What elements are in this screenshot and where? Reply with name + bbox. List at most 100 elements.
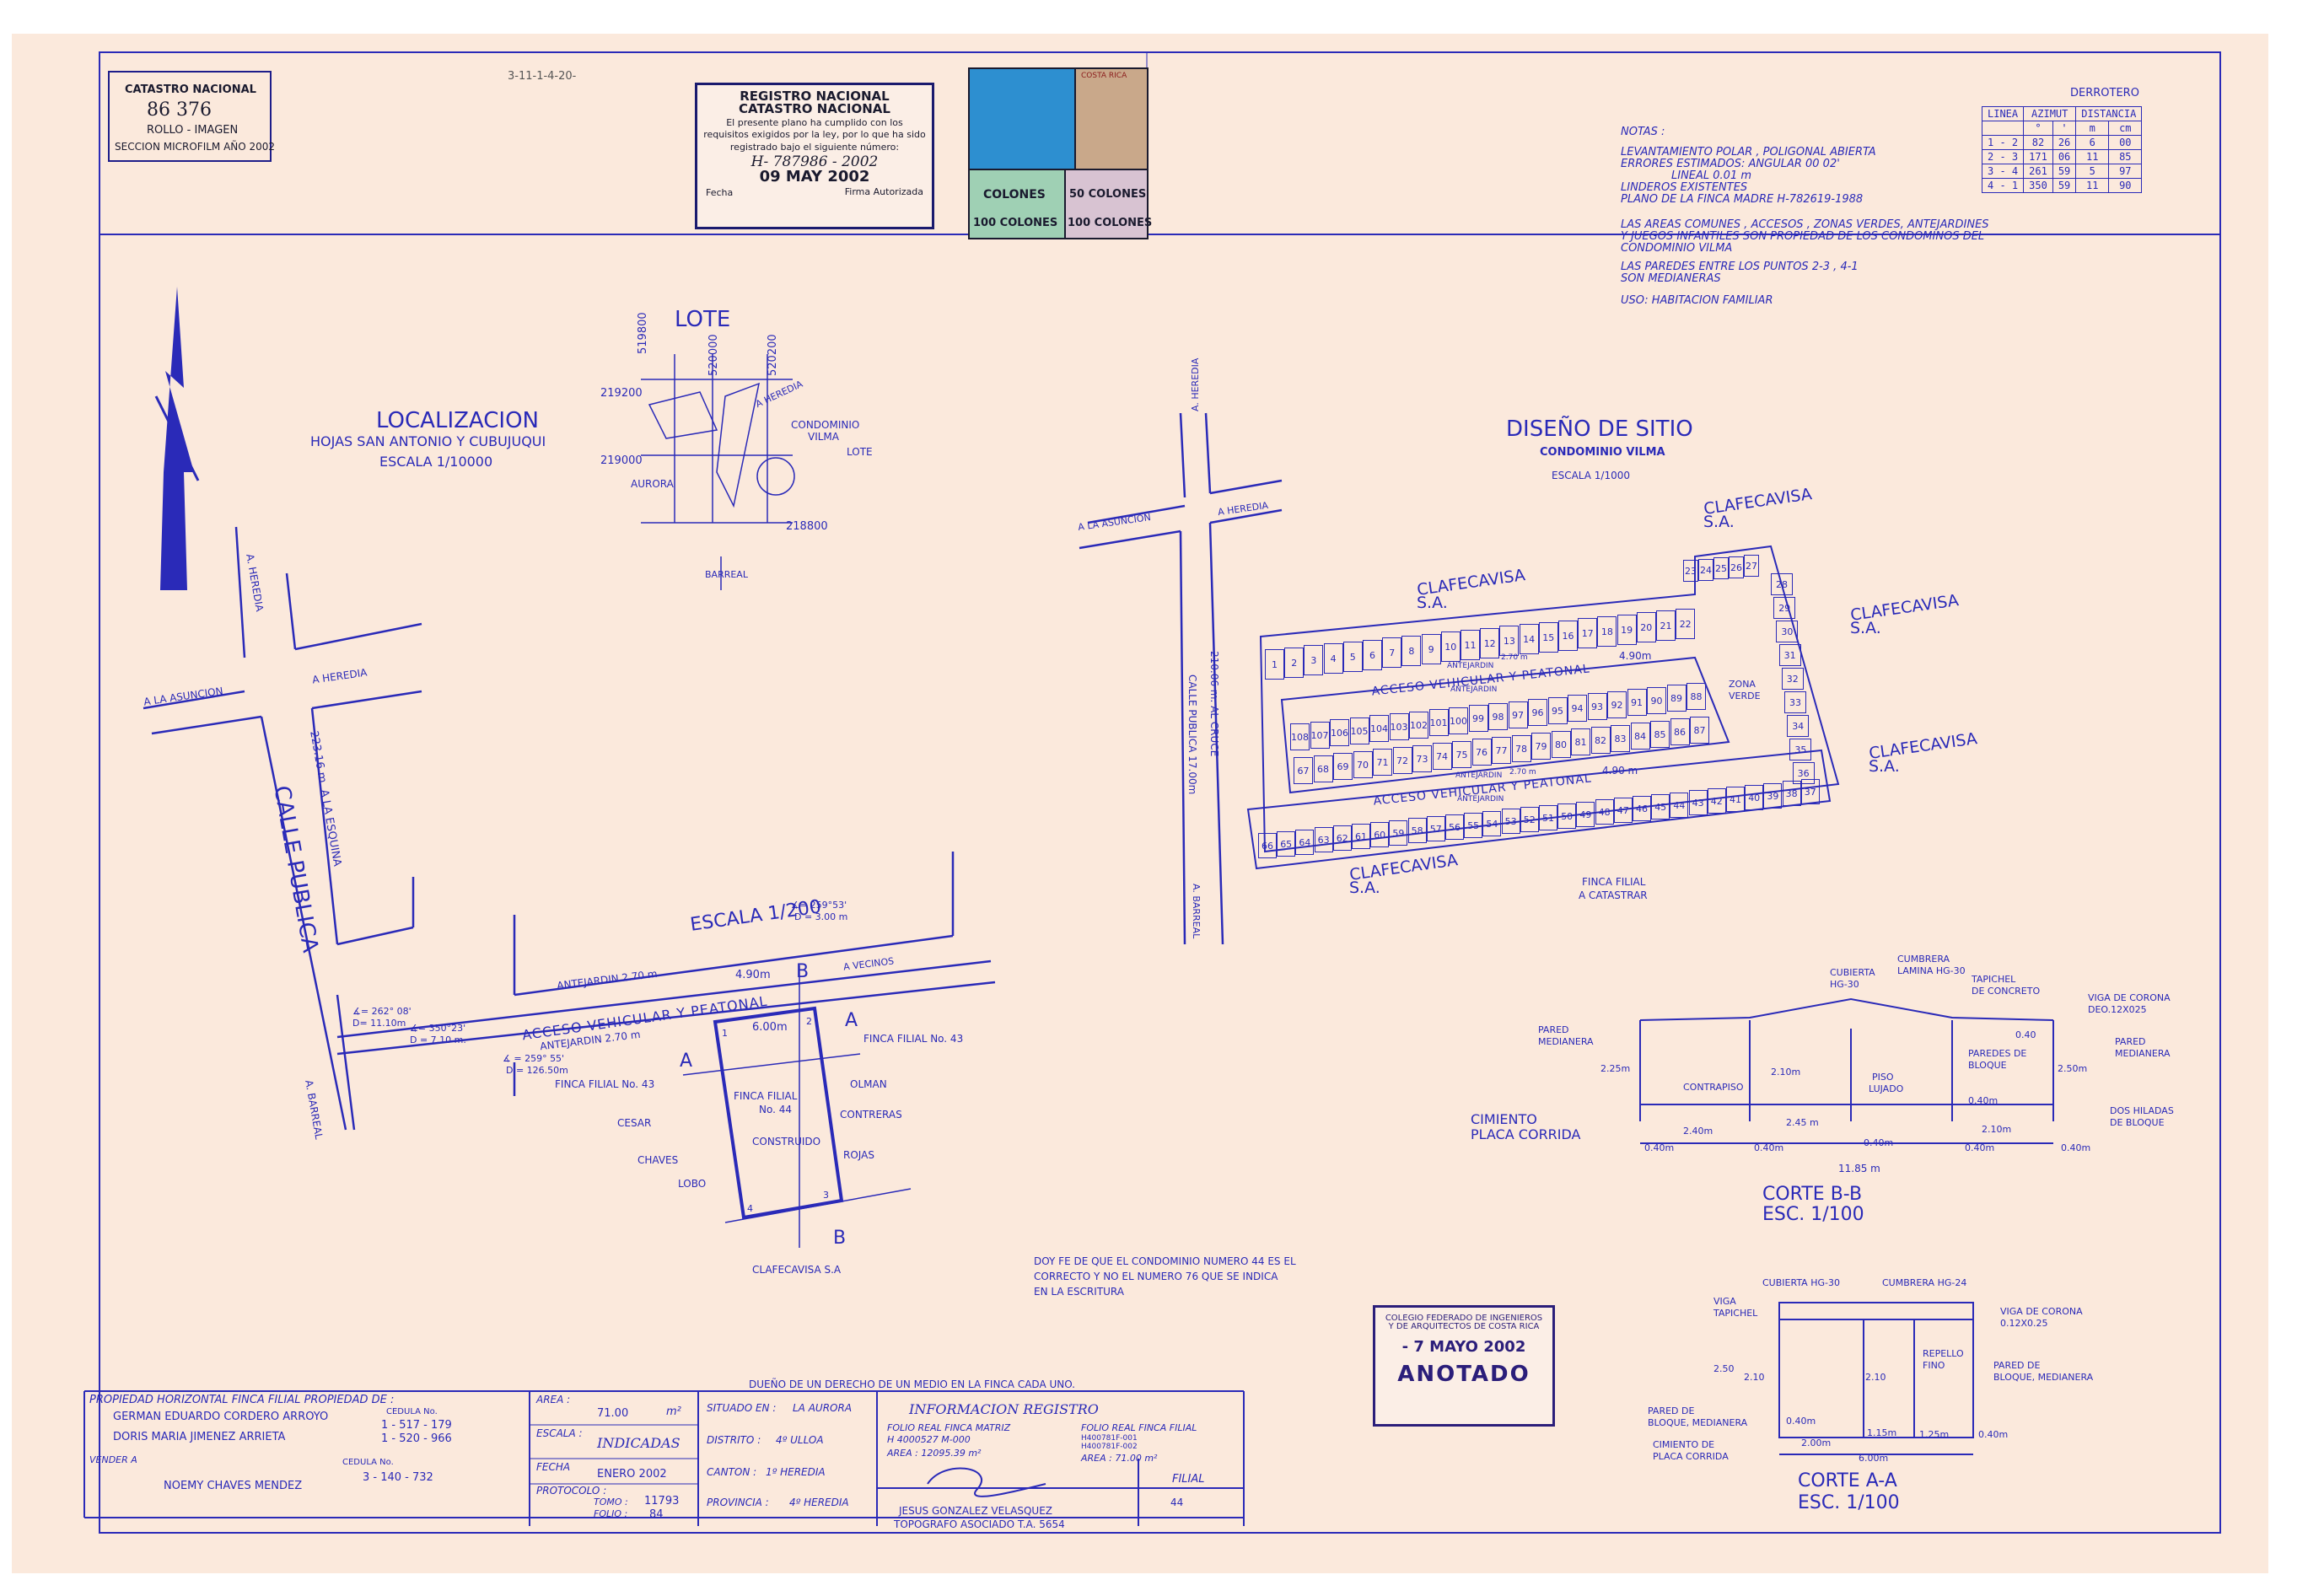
doy-fe-line-2: CORRECTO Y NO EL NUMERO 76 QUE SE INDICA [1034,1271,1278,1282]
caa-tapichel: TAPICHEL [1713,1308,1758,1319]
tb-buyer: NOEMY CHAVES MENDEZ [164,1480,303,1492]
derrotero-cell: 11 [2075,149,2110,164]
lot-cell: 24 [1698,558,1713,581]
lot-cell: 35 [1789,739,1812,760]
tb-tomo: 11793 [644,1495,680,1507]
finca44-number: No. 44 [759,1104,793,1115]
left-finca43-left: FINCA FILIAL No. 43 [555,1078,655,1090]
tb-fecha-label: FECHA [536,1461,571,1473]
registro-firma-label: Firma Autorizada [844,185,923,197]
diseno-ant-270-a: 2.70 m [1501,653,1528,662]
lot-cell: 42 [1707,788,1726,814]
tb-matriz-area: AREA : 12095.39 m² [887,1448,982,1459]
fiscal-stamp-4-value: 50 COLONES [1069,188,1147,201]
diseno-heredia-top: A. HEREDIA [1190,357,1201,411]
lot-cell: 59 [1389,820,1408,846]
diseno-escala: ESCALA 1/1000 [1552,470,1630,481]
tb-fecha: ENERO 2002 [597,1468,667,1481]
lot-cell: 74 [1432,743,1452,771]
fiscal-stamp-2: COSTA RICA [1074,67,1149,172]
lot-cell: 1 [1265,649,1284,680]
lot-cell: 51 [1539,805,1557,830]
colegio-date: - 7 MAYO 2002 [1401,1338,1526,1356]
lot-cell: 89 [1666,685,1687,712]
tb-filial-1: H400781F-001 [1081,1434,1138,1443]
fiscal-stamp-country: COSTA RICA [1081,72,1127,80]
neighbor-rojas: ROJAS [843,1149,874,1161]
lot-cell: 86 [1670,718,1690,746]
cbb-d040-a: 0.40m [1644,1142,1675,1153]
lot-cell: 3 [1304,645,1324,676]
caa-h210: 2.10 [1744,1372,1765,1383]
lot-cell: 90 [1647,686,1666,714]
lot-cell: 34 [1787,715,1810,737]
left-az4: ∡= 259°53' [791,900,847,911]
lot-cell: 10 [1440,631,1461,663]
lot-cell: 108 [1290,723,1310,750]
caa-esc: ESC. 1/100 [1798,1492,1900,1513]
cbb-h210: 2.10m [1771,1067,1801,1078]
lot-cell: 38 [1782,781,1801,807]
tb-distrito: 4º ULLOA [776,1434,824,1446]
lot-cell: 98 [1488,703,1508,730]
lot-cell: 87 [1690,717,1709,744]
cbb-d040-d: 0.40m [1965,1142,1995,1153]
lot-cell: 36 [1792,762,1815,784]
caa-d040b: 0.40m [1978,1429,2009,1440]
derrotero-cell: 261 [2023,164,2053,179]
lot-cell: 48 [1595,799,1614,825]
lot-cell: 39 [1763,782,1783,809]
fiscal-stamp-4: 50 COLONES 100 COLONES [1064,169,1152,239]
colegio-line-1: COLEGIO FEDERADO DE INGENIEROS [1385,1314,1543,1323]
lot-cell: 80 [1551,730,1571,758]
tb-provincia-label: PROVINCIA : [707,1497,769,1508]
lot-cell: 96 [1528,699,1547,727]
lot-cell: 92 [1607,691,1627,718]
tb-escala-label: ESCALA : [536,1427,583,1439]
vertex-1: 1 [722,1028,728,1039]
lot-cell: 26 [1729,556,1744,578]
tb-owner-1: GERMAN EDUARDO CORDERO ARROYO [113,1411,329,1423]
lot-cell: 61 [1352,824,1370,849]
lote-coord-c2: 520000 [707,334,720,376]
diseno-antejardin-4: ANTEJARDIN [1457,795,1504,803]
vertex-3: 3 [823,1190,829,1201]
lot-cell: 91 [1627,689,1647,717]
lot-cell: 104 [1369,715,1389,743]
derrotero-cell: 6 [2075,135,2110,150]
caa-d200: 2.00m [1801,1438,1832,1448]
derrotero-cell: 3 - 4 [1981,164,2025,179]
cbb-d245: 2.45 m [1786,1117,1819,1128]
registro-title2: CATASTRO NACIONAL [739,101,890,116]
caa-placa: PLACA CORRIDA [1653,1451,1729,1462]
tb-filial-area: AREA : 71.00 m² [1081,1453,1158,1464]
tb-buyer-cedula: 3 - 140 - 732 [363,1471,433,1484]
caa-pared: PARED DE [1993,1360,2041,1371]
neighbor-cesar: CESAR [617,1117,652,1129]
cbb-d040-mid: 0.40m [1968,1095,1999,1106]
lot-cell: 73 [1412,744,1432,772]
reference-code: 3-11-1-4-20- [508,70,577,83]
lote-title: LOTE [675,307,731,332]
cbb-med2: MEDIANERA [2115,1048,2171,1059]
left-width-490: 4.90m [735,969,771,981]
notas-title: NOTAS : [1621,126,1665,138]
derrotero-cell: 00 [2108,135,2143,150]
lot-cell: 13 [1499,626,1520,657]
caa-d115: 1.15m [1867,1427,1897,1438]
caa-bloque: BLOQUE, MEDIANERA [1993,1372,2094,1383]
cbb-esc: ESC. 1/100 [1762,1204,1864,1225]
lot-cell: 56 [1445,814,1464,840]
fiscal-stamp-3: COLONES 100 COLONES [968,169,1078,239]
lot-cell: 45 [1651,793,1670,820]
left-az2: ∡= 350°23' [410,1023,466,1034]
derrotero-header-linea: LINEA [1981,106,2025,121]
tb-area: 71.00 [597,1407,629,1420]
lote-coord-r3: 218800 [786,520,828,533]
lot-cell: 29 [1773,597,1796,619]
registro-title1: REGISTRO NACIONAL [740,89,890,104]
cbb-pared1: PARED [1538,1024,1569,1035]
lot-cell: 49 [1576,801,1595,827]
lot-cell: 41 [1726,787,1745,812]
